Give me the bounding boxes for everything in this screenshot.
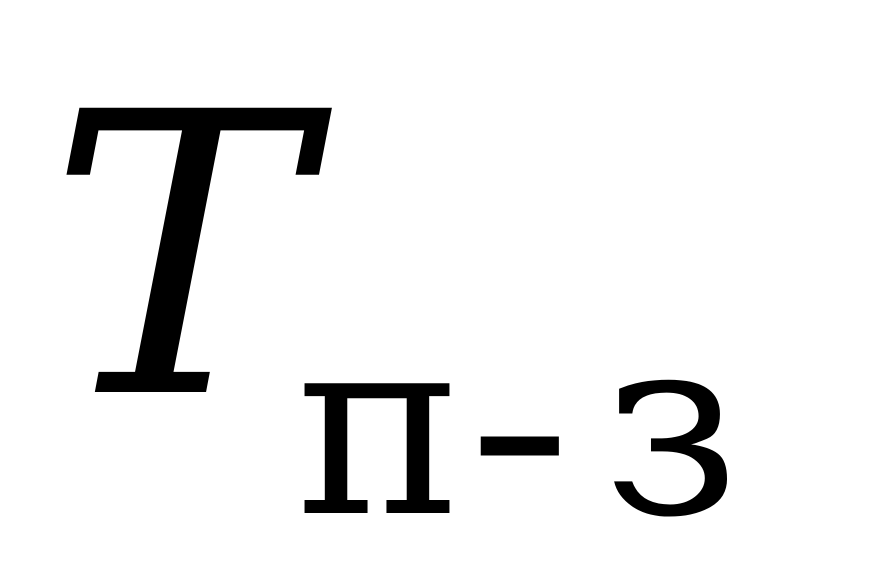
formula-subscript: п-з [296,302,739,552]
subscript-first-letter: п [296,281,463,572]
subscript-hyphen: - [466,281,573,572]
formula-main-symbol: T [48,30,309,484]
subscript-second-letter: з [603,281,740,572]
